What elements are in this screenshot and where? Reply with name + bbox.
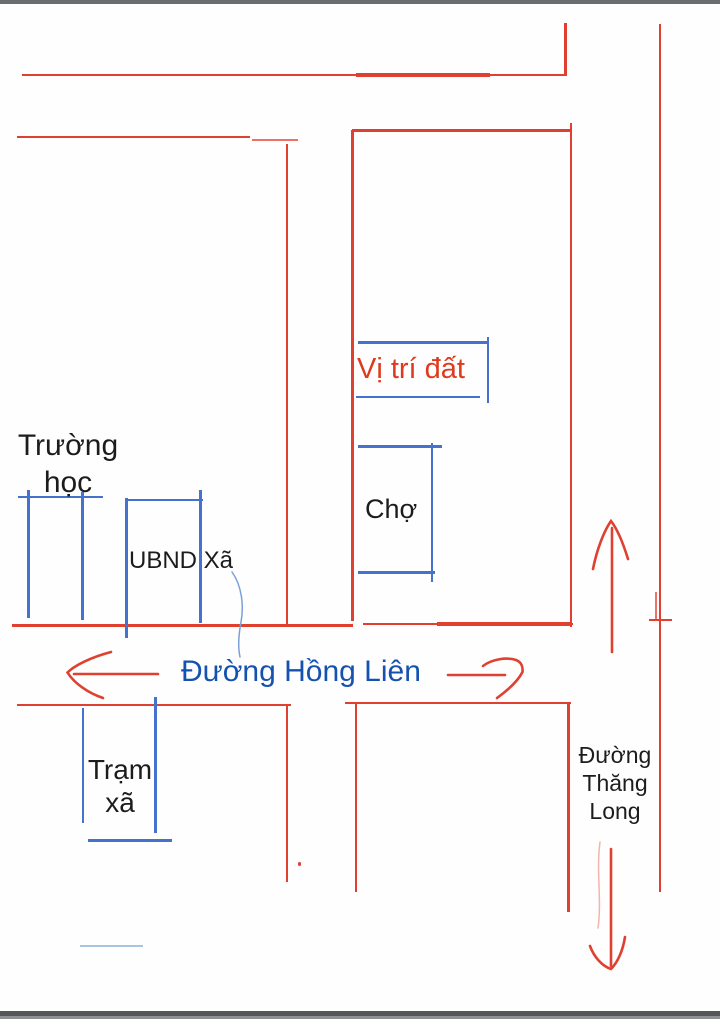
commune-office-label: UBND Xã [129, 547, 234, 574]
market-parcel-right [430, 443, 433, 582]
road-top-horizontal-overlap [356, 72, 490, 77]
arrow-right-icon [446, 657, 524, 700]
blue-pen-curve [231, 571, 244, 658]
street-vertical-lower-left [285, 705, 288, 882]
scan-edge-top [0, 0, 720, 4]
arrow-left-icon [65, 650, 160, 700]
pen-dot [298, 862, 301, 866]
street-vertical-lower-right [567, 702, 570, 912]
ubnd-parcel-top [125, 498, 203, 501]
faint-pen-line [80, 945, 143, 947]
road-honglien-north-edge [12, 624, 353, 627]
scan-edge-bottom-shadow [0, 1016, 720, 1019]
road-right-cross-tick [649, 618, 672, 621]
school-parcel-right [81, 492, 84, 620]
landplot-box-bottom [356, 395, 480, 398]
road-thang-long-label: Đường Thăng Long [578, 742, 652, 824]
arrow-down-icon [588, 841, 627, 971]
road-top-corner-vertical [564, 23, 567, 76]
road-right-double-stroke [655, 592, 657, 621]
landplot-box-top [358, 341, 488, 344]
street-vertical-upper [285, 144, 288, 625]
arrow-up-icon [591, 518, 630, 654]
scan-edge-bottom [0, 1011, 720, 1016]
land-plot-label: Vị trí đất [357, 353, 465, 385]
road-right-vertical [658, 24, 661, 892]
market-parcel-bottom [358, 571, 435, 574]
healthstation-parcel-left [81, 708, 84, 823]
block-rect-right [569, 123, 572, 627]
block-rect-bottom-overlap [437, 621, 570, 626]
ubnd-parcel-right [199, 490, 202, 623]
health-station-label: Trạm xã [87, 754, 153, 818]
healthstation-parcel-bottom [88, 838, 172, 842]
road-second-horizontal-tail [252, 138, 298, 141]
block-rect-top [352, 129, 572, 132]
road-top-horizontal [22, 73, 566, 76]
street-vertical-lower-mid [354, 702, 357, 892]
landplot-box-right [486, 337, 489, 403]
road-honglien-south-edge-right [345, 701, 571, 704]
school-label: Trường học [17, 429, 119, 499]
market-parcel-top [358, 445, 442, 448]
healthstation-parcel-right [154, 697, 157, 833]
school-parcel-top [18, 495, 103, 498]
block-rect-left [351, 130, 354, 621]
ubnd-parcel-left [125, 498, 128, 638]
market-label: Chợ [365, 494, 418, 524]
road-hong-lien-label: Đường Hồng Liên [181, 655, 421, 688]
road-second-horizontal [17, 135, 250, 138]
school-parcel-left [27, 490, 30, 618]
